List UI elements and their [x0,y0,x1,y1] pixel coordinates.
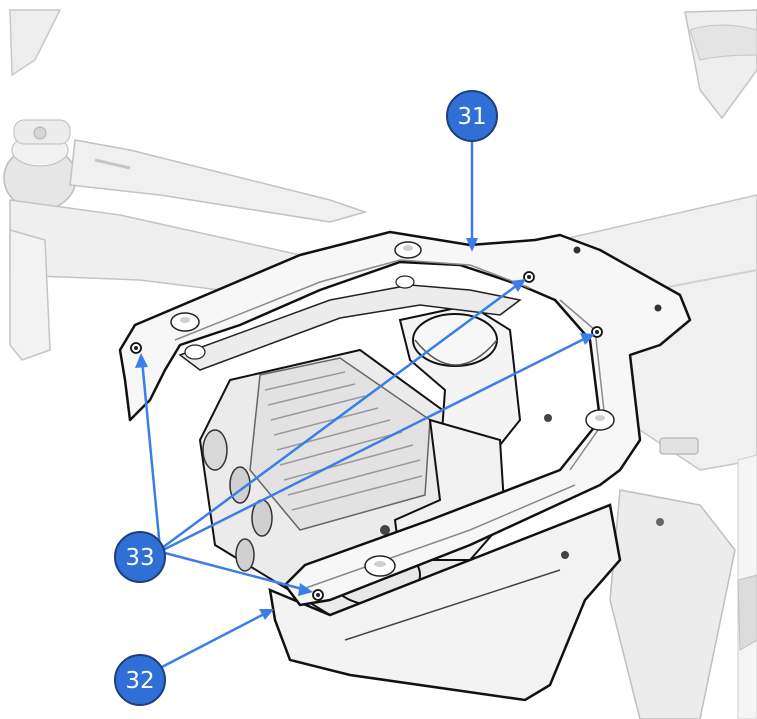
drone-background [3,9,757,719]
leader-line-33d [164,551,307,592]
callout-label-31: 31 [457,104,486,130]
leader-lines [135,138,595,670]
callout-badge-31 [446,90,498,142]
damper [184,344,206,360]
landing-leg-right [609,489,736,719]
callout-badge-32 [114,654,166,706]
bracket-frame [118,230,692,607]
damper [170,312,200,332]
bracket-base [268,503,622,702]
damper [394,241,422,259]
gimbal-motor [412,313,498,367]
mounting-screws [130,246,662,601]
damper [364,555,396,577]
vibration-dampers [170,241,615,577]
callout-badge-33 [114,531,166,583]
leader-line-33b [161,281,521,550]
body-port [659,437,699,455]
damper [585,409,615,431]
damper [395,275,415,289]
mounting-bracket [118,230,692,702]
camera-heatsink [249,357,431,531]
callout-label-32: 32 [125,668,154,694]
landing-leg-left [9,229,51,361]
callout-31: 31 [446,90,498,142]
callout-label-33: 33 [125,545,154,571]
leader-line-33c [162,335,589,552]
leader-line-33a [140,359,162,549]
propeller-hub-upper-right [689,24,757,61]
leader-line-32 [159,610,269,670]
callout-32: 32 [114,654,166,706]
propeller-left-blade [69,139,368,223]
motor-left [3,119,77,211]
bracket-inner-rail [178,284,522,371]
propeller-upper-left [9,9,62,77]
callout-33: 33 [114,531,166,583]
